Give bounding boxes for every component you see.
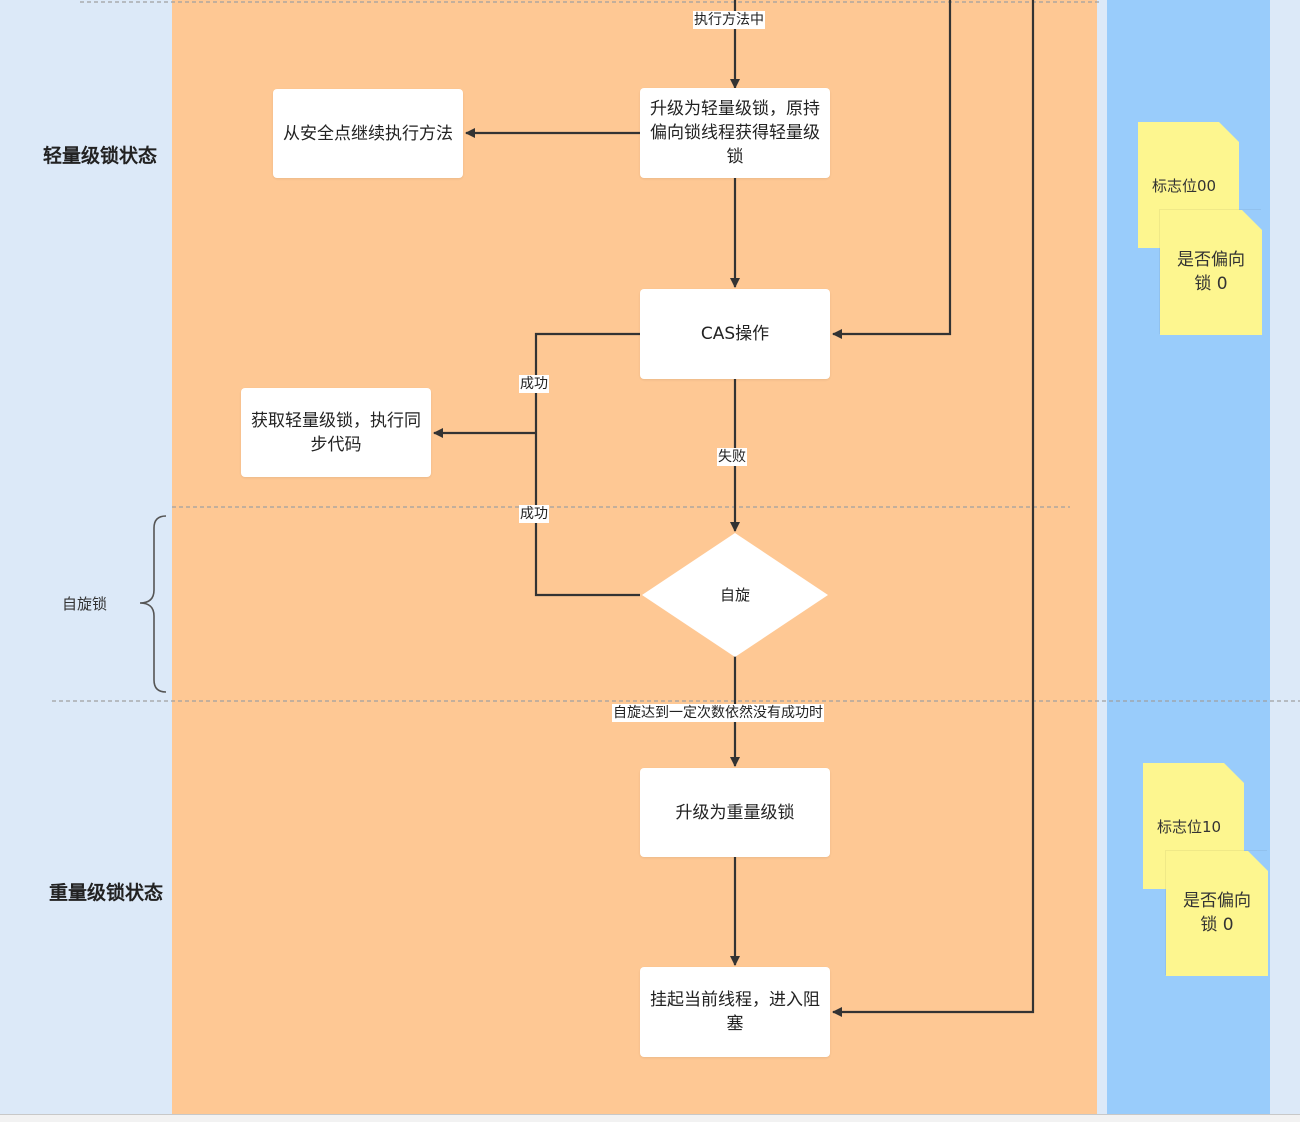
node-cas: CAS操作	[640, 289, 830, 379]
node-resume-safepoint: 从安全点继续执行方法	[273, 89, 463, 178]
note-heavy-biased-text: 是否偏向锁 0	[1183, 891, 1251, 935]
lane-edge	[1270, 0, 1300, 1114]
note-light-biased-text: 是否偏向锁 0	[1177, 250, 1245, 294]
note-fold-icon	[1248, 851, 1268, 871]
label-fail: 失败	[717, 448, 747, 466]
edge-cas-success	[534, 332, 640, 433]
bottom-border	[0, 1114, 1300, 1122]
note-fold-icon	[1219, 122, 1239, 142]
node-upgrade-heavy: 升级为重量级锁	[640, 768, 830, 857]
label-cas-success: 成功	[519, 375, 549, 393]
label-executing: 执行方法中	[693, 11, 765, 29]
note-fold-icon	[1224, 763, 1244, 783]
lane-header-column	[0, 0, 172, 1114]
spin-brace	[139, 515, 167, 693]
note-heavy-biased: 是否偏向锁 0	[1166, 851, 1268, 976]
note-heavy-flag-text: 标志位10	[1157, 818, 1222, 836]
edge-spin-success	[534, 433, 640, 597]
edge-external-cas	[832, 0, 952, 339]
node-acquire-light: 获取轻量级锁，执行同步代码	[241, 388, 431, 477]
node-suspend: 挂起当前线程，进入阻塞	[640, 967, 830, 1057]
label-spin-exceeded: 自旋达到一定次数依然没有成功时	[612, 704, 824, 722]
label-spin-success: 成功	[519, 505, 549, 523]
spin-lock-label: 自旋锁	[62, 595, 108, 613]
note-fold-icon	[1242, 210, 1262, 230]
process-lane	[172, 0, 1097, 1114]
lane-divider	[1097, 0, 1107, 1114]
spin-decision-shape	[642, 533, 828, 657]
node-upgrade-light: 升级为轻量级锁，原持偏向锁线程获得轻量级锁	[640, 88, 830, 178]
note-light-flag-text: 标志位00	[1152, 177, 1217, 195]
note-light-biased: 是否偏向锁 0	[1160, 210, 1262, 335]
node-spin: 自旋	[719, 586, 750, 604]
edge-external-suspend	[832, 0, 1035, 1017]
lane-title-heavy: 重量级锁状态	[48, 882, 163, 904]
lane-title-light: 轻量级锁状态	[42, 145, 157, 167]
